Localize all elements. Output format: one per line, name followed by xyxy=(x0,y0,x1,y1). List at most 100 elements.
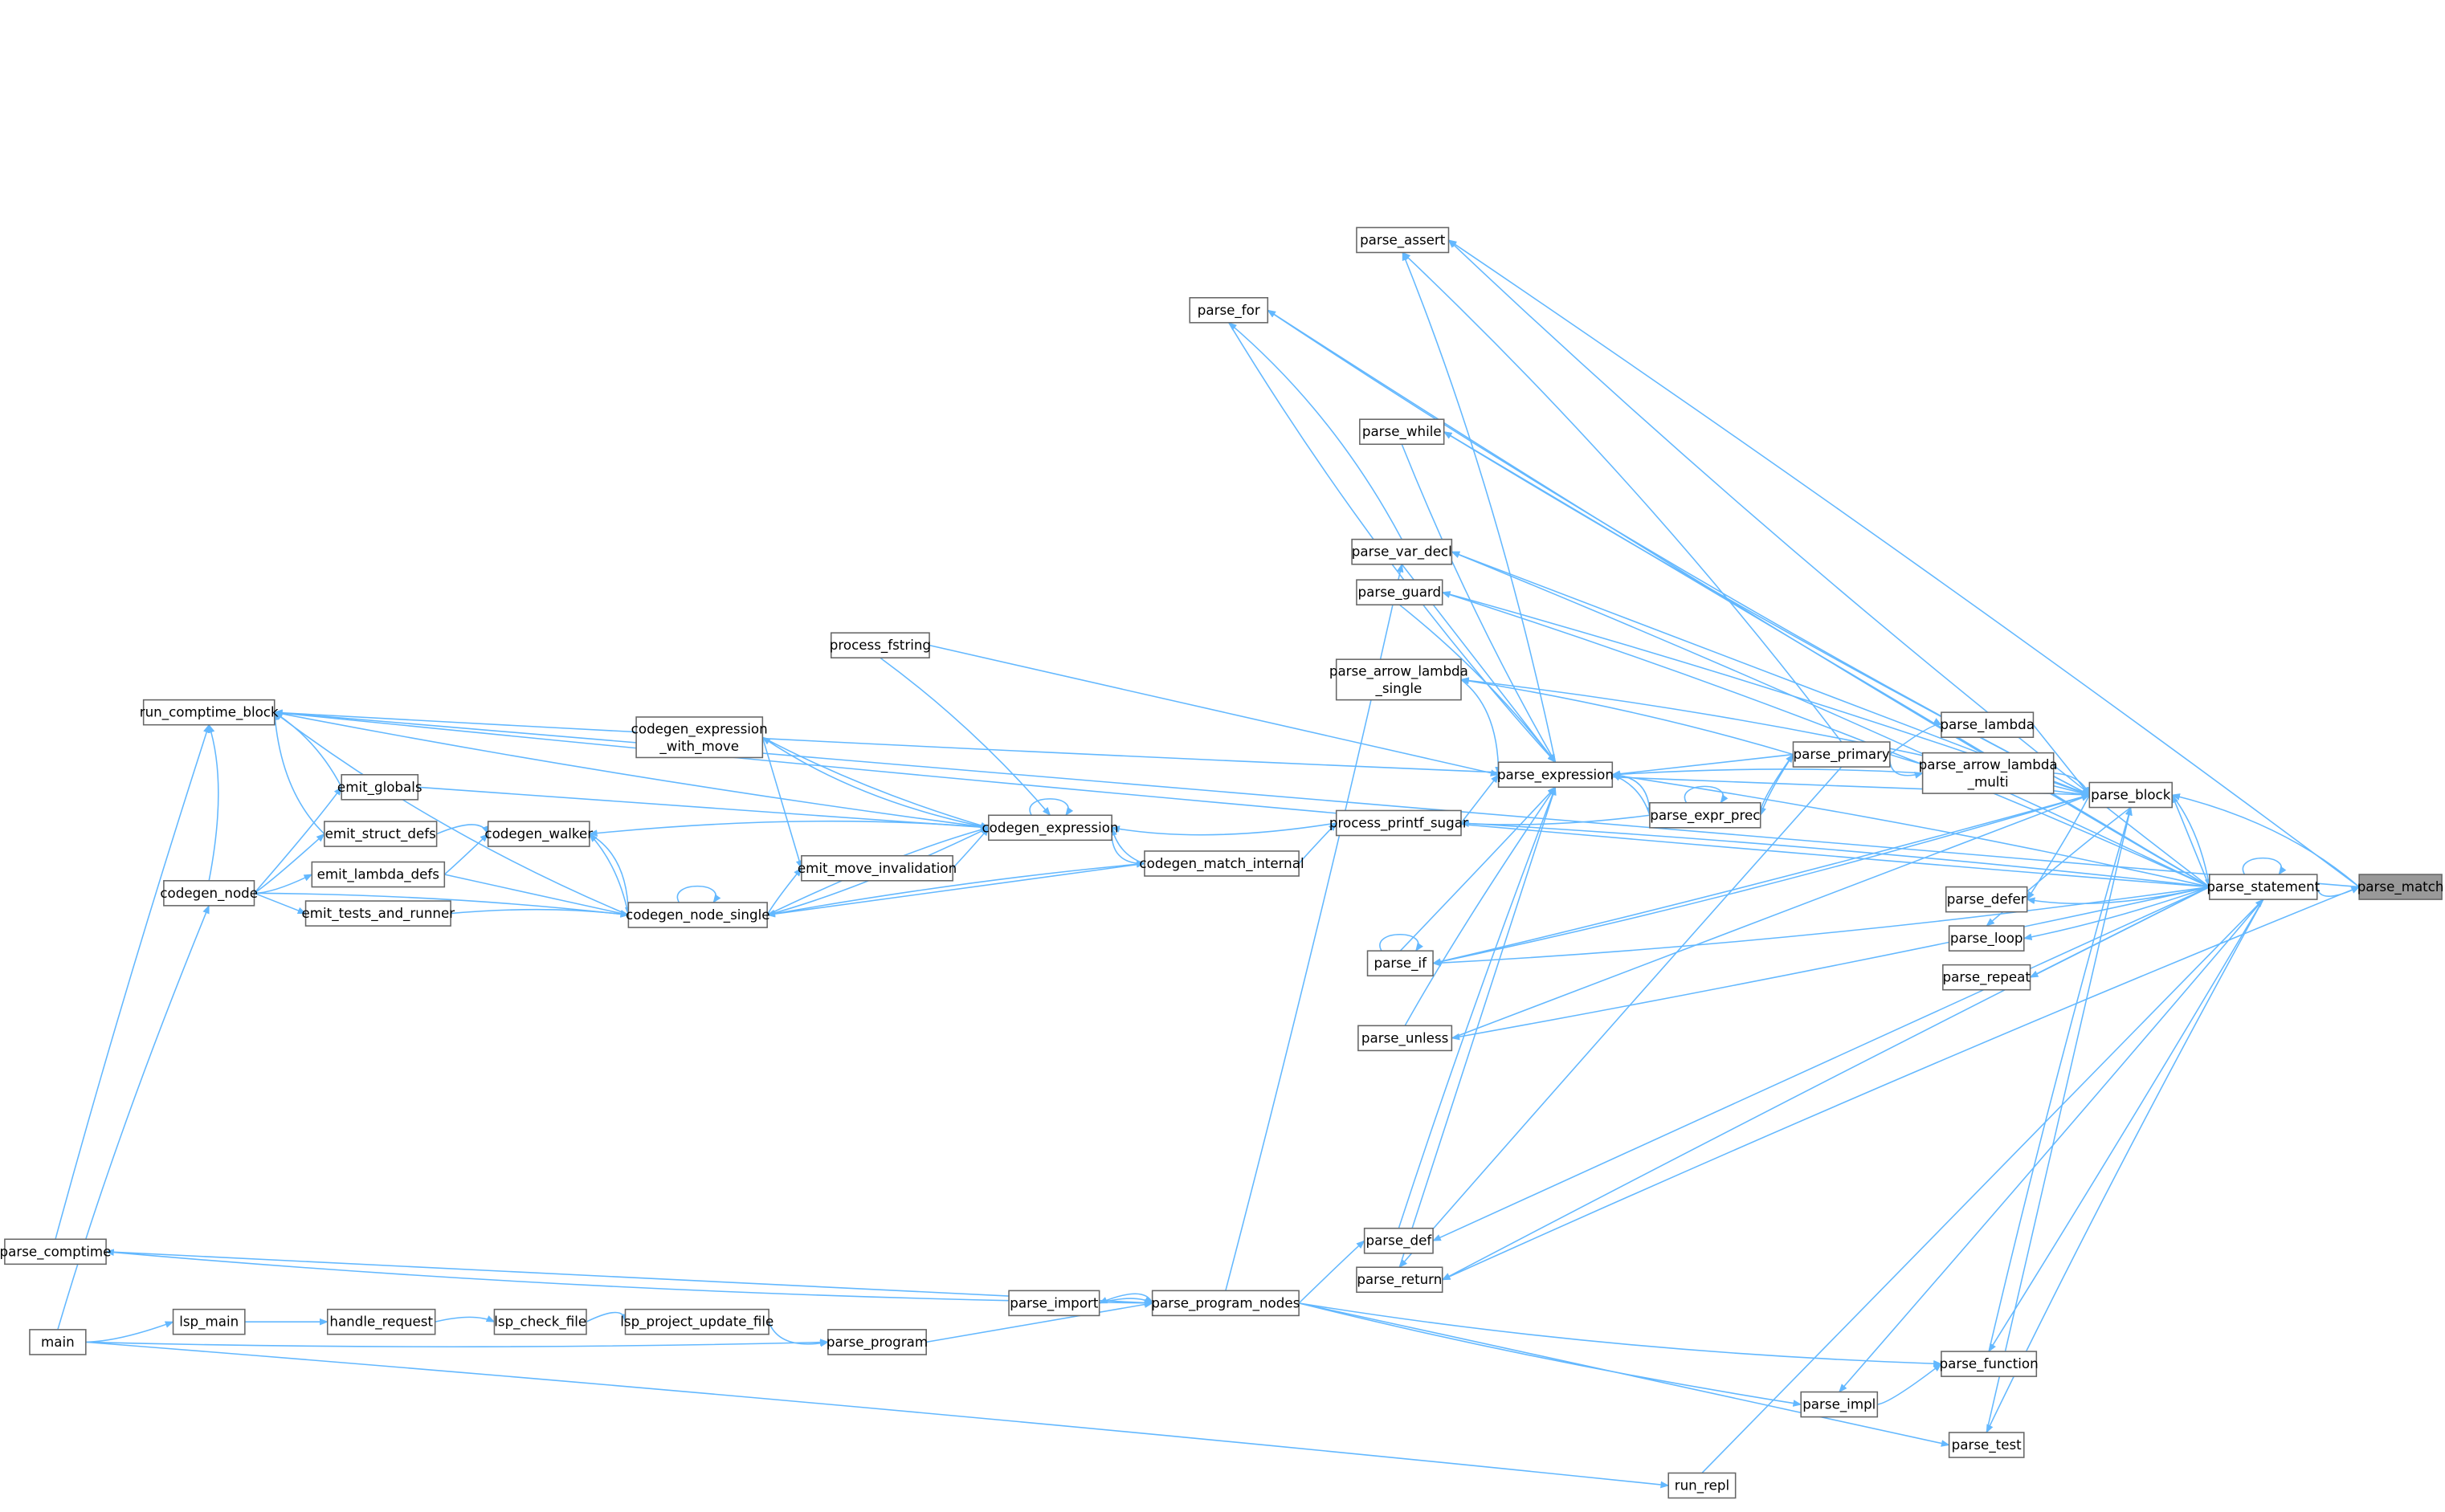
node-label: parse_for xyxy=(1198,303,1260,319)
node-parse_arrow_lambda_single[interactable]: parse_arrow_lambda_single xyxy=(1329,658,1468,701)
node-codegen_node[interactable]: codegen_node xyxy=(160,880,258,907)
node-box xyxy=(326,1308,436,1335)
node-box xyxy=(1351,538,1453,565)
node-parse_comptime[interactable]: parse_comptime xyxy=(0,1238,111,1265)
node-parse_repeat[interactable]: parse_repeat xyxy=(1942,964,2031,991)
node-parse_match[interactable]: parse_match xyxy=(2357,874,2444,900)
node-box xyxy=(1497,761,1614,789)
node-parse_arrow_lambda_multi[interactable]: parse_arrow_lambda_multi xyxy=(1919,752,2058,794)
edge-codegen_node-to-emit_tests_and_runner xyxy=(254,892,307,915)
node-label: parse_arrow_lambda_multi xyxy=(1919,757,2058,790)
node-emit_globals[interactable]: emit_globals xyxy=(337,774,422,801)
node-label: codegen_node_single xyxy=(626,907,769,923)
node-box xyxy=(311,861,446,888)
node-parse_def[interactable]: parse_def xyxy=(1363,1227,1434,1254)
node-box xyxy=(2358,874,2443,900)
node-parse_loop[interactable]: parse_loop xyxy=(1948,925,2025,952)
node-parse_if[interactable]: parse_if xyxy=(1366,950,1434,976)
edge-process_fstring-to-codegen_expression xyxy=(880,657,1051,817)
node-box xyxy=(635,716,764,759)
edge-parse_primary-to-parse_return xyxy=(1398,766,1843,1269)
edge-main-to-codegen_node xyxy=(57,904,210,1331)
node-box xyxy=(1356,579,1443,605)
node-lsp_main[interactable]: lsp_main xyxy=(172,1308,246,1335)
node-codegen_expression_with_move[interactable]: codegen_expression_with_move xyxy=(631,716,768,759)
edge-parse_guard-to-parse_expression xyxy=(1398,604,1557,764)
edge-emit_globals-to-run_comptime_block xyxy=(273,711,342,788)
edge-codegen_expression_with_move-to-codegen_expression xyxy=(761,736,990,829)
node-parse_impl[interactable]: parse_impl xyxy=(1800,1391,1879,1418)
node-parse_primary[interactable]: parse_primary xyxy=(1792,741,1891,768)
node-parse_defer[interactable]: parse_defer xyxy=(1945,886,2028,913)
edge-parse_match-to-parse_block xyxy=(2171,793,2360,888)
node-emit_tests_and_runner[interactable]: emit_tests_and_runner xyxy=(302,900,455,927)
edge-parse_statement-to-parse_guard xyxy=(1441,591,2210,888)
node-lsp_project_update_file[interactable]: lsp_project_update_file xyxy=(620,1308,774,1335)
node-process_fstring[interactable]: process_fstring xyxy=(830,632,931,658)
edge-emit_struct_defs-to-run_comptime_block xyxy=(271,711,325,835)
edge-parse_arrow_lambda_multi-to-parse_expression xyxy=(1611,768,1923,778)
node-parse_program_nodes[interactable]: parse_program_nodes xyxy=(1151,1290,1300,1317)
node-box xyxy=(142,699,276,726)
node-label: main xyxy=(41,1335,75,1350)
node-box xyxy=(988,814,1112,842)
node-parse_test[interactable]: parse_test xyxy=(1948,1432,2025,1458)
edge-codegen_node-to-codegen_node_single xyxy=(254,892,630,918)
node-parse_unless[interactable]: parse_unless xyxy=(1357,1025,1453,1052)
edge-parse_block-to-parse_defer xyxy=(2027,794,2091,901)
node-run_repl[interactable]: run_repl xyxy=(1667,1472,1737,1499)
node-parse_import[interactable]: parse_import xyxy=(1008,1290,1100,1317)
node-main[interactable]: main xyxy=(29,1329,87,1355)
edge-parse_statement-to-parse_if xyxy=(1431,886,2210,967)
edge-parse_expression-to-parse_assert xyxy=(1402,251,1557,763)
node-parse_lambda[interactable]: parse_lambda xyxy=(1940,711,2035,738)
node-parse_var_decl[interactable]: parse_var_decl xyxy=(1351,538,1453,565)
node-label: parse_arrow_lambda_single xyxy=(1329,663,1468,696)
edge-parse_statement-to-parse_var_decl xyxy=(1451,551,2210,888)
node-label: parse_function xyxy=(1940,1356,2039,1372)
node-emit_lambda_defs[interactable]: emit_lambda_defs xyxy=(311,861,446,888)
node-emit_struct_defs[interactable]: emit_struct_defs xyxy=(324,821,438,847)
node-label: parse_while xyxy=(1362,424,1442,440)
node-parse_return[interactable]: parse_return xyxy=(1356,1266,1443,1294)
node-emit_move_invalidation[interactable]: emit_move_invalidation xyxy=(798,854,957,882)
node-parse_statement[interactable]: parse_statement xyxy=(2206,874,2321,900)
node-parse_for[interactable]: parse_for xyxy=(1189,296,1269,324)
edge-parse_primary-to-parse_assert xyxy=(1402,251,1843,743)
node-codegen_match_internal[interactable]: codegen_match_internal xyxy=(1139,850,1304,877)
node-parse_program[interactable]: parse_program xyxy=(827,1329,928,1355)
edge-main-to-lsp_main xyxy=(85,1321,174,1343)
node-process_printf_sugar[interactable]: process_printf_sugar xyxy=(1329,809,1468,837)
node-label: parse_lambda xyxy=(1940,717,2035,733)
node-box xyxy=(341,774,419,801)
node-label: lsp_project_update_file xyxy=(620,1314,774,1331)
node-handle_request[interactable]: handle_request xyxy=(326,1308,436,1335)
node-parse_function[interactable]: parse_function xyxy=(1940,1351,2039,1377)
node-box xyxy=(324,821,438,847)
node-box xyxy=(1366,950,1434,976)
edge-parse_unless-to-parse_expression xyxy=(1404,786,1557,1026)
node-parse_while[interactable]: parse_while xyxy=(1359,418,1445,446)
node-label: parse_primary xyxy=(1794,747,1890,763)
node-codegen_walker[interactable]: codegen_walker xyxy=(484,821,593,847)
node-parse_expr_prec[interactable]: parse_expr_prec xyxy=(1649,801,1761,829)
node-codegen_node_single[interactable]: codegen_node_single xyxy=(626,902,769,928)
node-parse_guard[interactable]: parse_guard xyxy=(1356,579,1443,605)
node-box xyxy=(1921,752,2055,794)
node-codegen_expression[interactable]: codegen_expression xyxy=(982,814,1119,842)
node-parse_assert[interactable]: parse_assert xyxy=(1356,226,1450,254)
node-label: parse_expr_prec xyxy=(1650,808,1760,824)
node-label: run_repl xyxy=(1675,1477,1729,1494)
node-box xyxy=(624,1308,769,1335)
node-label: parse_expression xyxy=(1497,767,1614,783)
node-run_comptime_block[interactable]: run_comptime_block xyxy=(140,699,279,726)
node-parse_block[interactable]: parse_block xyxy=(2088,781,2173,809)
edge-parse_block-to-parse_if xyxy=(1432,794,2090,965)
node-label: parse_program xyxy=(827,1335,928,1351)
node-parse_expression[interactable]: parse_expression xyxy=(1497,761,1614,789)
node-label: handle_request xyxy=(329,1314,433,1331)
node-box xyxy=(304,900,451,927)
edge-emit_globals-to-codegen_expression xyxy=(418,786,990,831)
edge-codegen_node_single-to-codegen_walker xyxy=(589,833,630,915)
node-lsp_check_file[interactable]: lsp_check_file xyxy=(493,1308,587,1335)
